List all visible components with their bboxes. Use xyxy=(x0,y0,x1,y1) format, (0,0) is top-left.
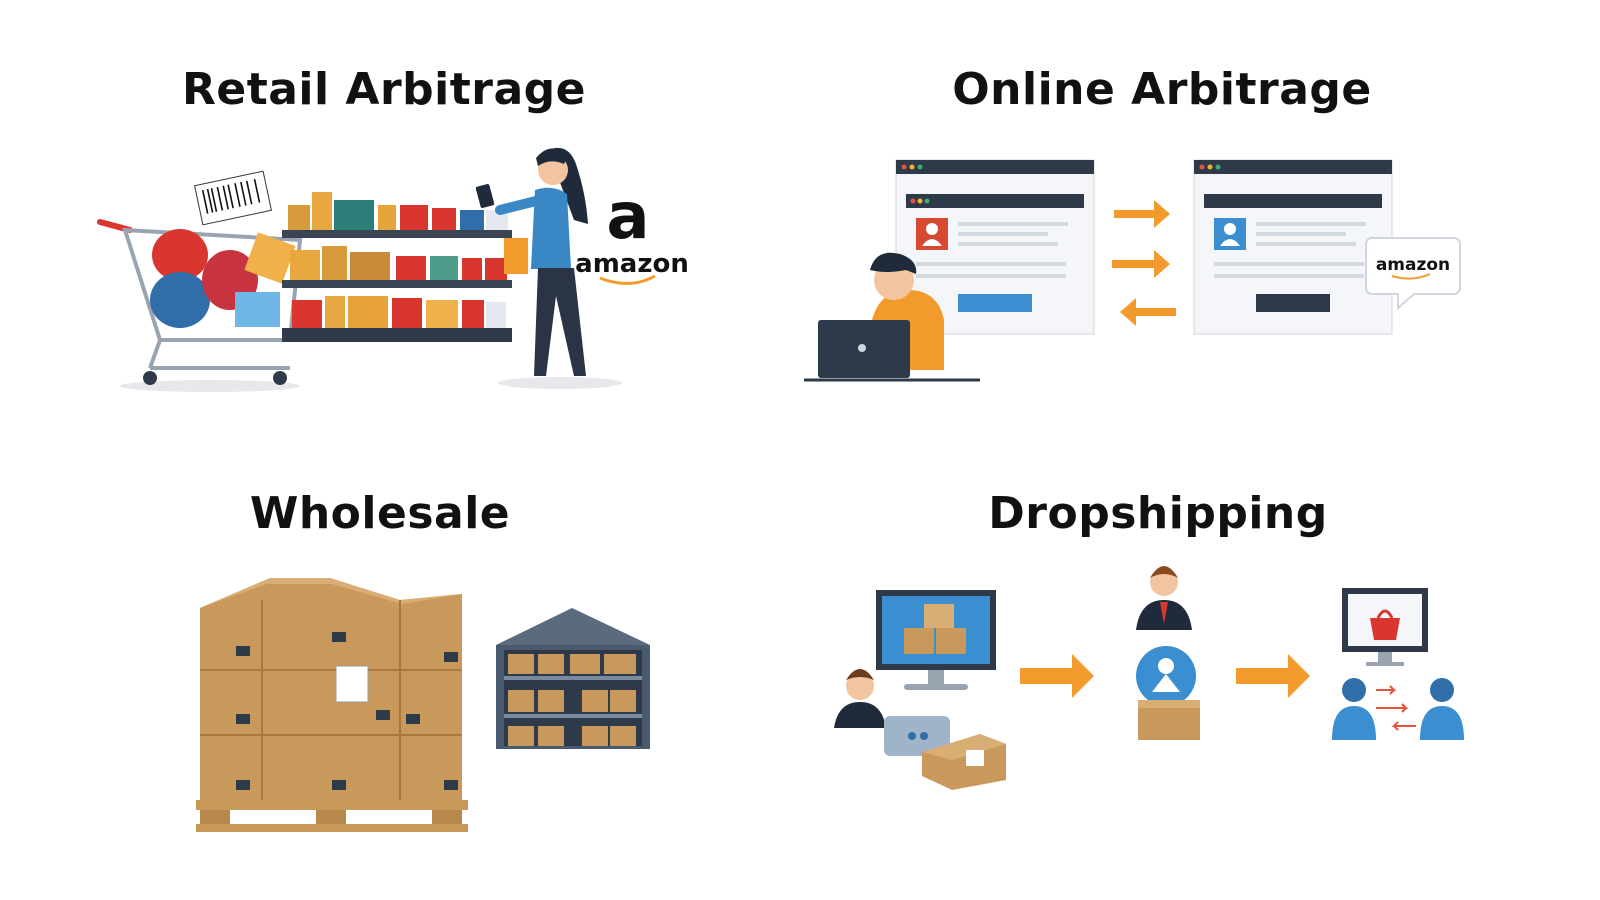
customers-exchange-icon xyxy=(1332,678,1464,740)
arrows-exchange-icon xyxy=(1112,200,1176,326)
browser-window-right xyxy=(1193,159,1393,335)
pallet-of-boxes-icon xyxy=(196,578,468,832)
title-retail-arbitrage: Retail Arbitrage xyxy=(181,64,587,115)
svg-text:amazon: amazon xyxy=(575,249,689,279)
arrow-right-icon xyxy=(1020,654,1310,698)
storefront-monitor-icon xyxy=(1342,588,1428,666)
amazon-speech-bubble: amazon xyxy=(1365,237,1461,311)
shopping-cart-icon xyxy=(97,170,303,392)
svg-text:a: a xyxy=(606,180,649,254)
package-box-icon xyxy=(922,734,1006,790)
monitor-with-boxes-icon xyxy=(876,590,996,690)
amazon-logo: a amazon xyxy=(575,180,689,285)
title-wholesale: Wholesale xyxy=(249,488,511,539)
title-dropshipping: Dropshipping xyxy=(988,488,1328,539)
warehouse-icon xyxy=(496,608,650,749)
svg-text:amazon: amazon xyxy=(1376,255,1450,275)
browser-window-left xyxy=(895,159,1095,335)
store-shelf-icon xyxy=(282,192,512,342)
customer-person-icon xyxy=(834,669,950,756)
person-with-laptop-icon xyxy=(804,252,980,382)
title-online-arbitrage: Online Arbitrage xyxy=(952,64,1372,115)
supplier-person-icon xyxy=(1136,566,1200,740)
shopper-person-icon xyxy=(475,147,622,389)
